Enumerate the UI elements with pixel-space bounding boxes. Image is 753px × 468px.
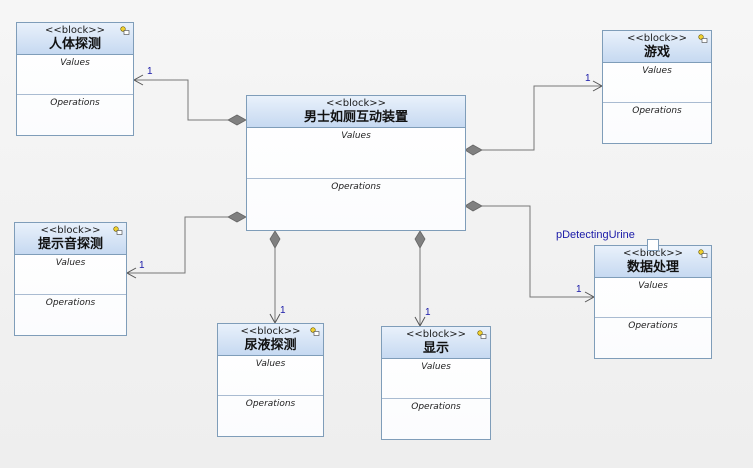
stereotype-label: <<block>>: [325, 98, 387, 109]
block-icon: [310, 327, 320, 336]
block-icon: [477, 330, 487, 339]
operations-compartment: Operations: [411, 402, 461, 412]
operations-compartment: Operations: [245, 399, 296, 409]
operations-compartment: Operations: [331, 182, 381, 192]
block-game-header: <<block>> 游戏: [603, 31, 711, 63]
block-data-proc[interactable]: <<block>> 数据处理 Values Operations: [594, 245, 712, 359]
values-compartment: Values: [15, 255, 126, 295]
diamond-data-proc: [464, 200, 483, 212]
diamond-sound-detect: [227, 211, 247, 223]
block-display[interactable]: <<block>> 显示 Values Operations: [381, 326, 491, 440]
block-icon: [113, 226, 123, 235]
block-main-header: <<block>> 男士如厕互动装置: [247, 96, 465, 128]
stereotype-label: <<block>>: [405, 329, 467, 340]
block-body-detect-header: <<block>> 人体探测: [17, 23, 133, 55]
operations-compartment: Operations: [628, 321, 678, 331]
diamond-game: [464, 144, 483, 156]
diamond-display: [414, 230, 426, 249]
block-data-proc-header: <<block>> 数据处理: [595, 246, 711, 278]
values-compartment: Values: [382, 359, 490, 399]
diamond-body-detect: [227, 114, 247, 126]
operations-compartment: Operations: [50, 98, 100, 108]
block-display-title: 显示: [422, 341, 449, 356]
multiplicity-data-proc: 1: [576, 284, 582, 295]
block-icon: [120, 26, 130, 35]
block-body-detect[interactable]: <<block>> 人体探测 Values Operations: [16, 22, 134, 136]
values-compartment: Values: [247, 128, 465, 179]
values-compartment: Values: [218, 356, 323, 396]
port-label: pDetectingUrine: [556, 229, 635, 241]
block-urine-detect-title: 尿液探测: [244, 338, 297, 353]
block-game-title: 游戏: [643, 45, 670, 60]
multiplicity-display: 1: [425, 307, 431, 318]
block-icon: [698, 249, 708, 258]
values-compartment: Values: [17, 55, 133, 95]
multiplicity-game: 1: [585, 73, 591, 84]
block-sound-detect[interactable]: <<block>> 提示音探测 Values Operations: [14, 222, 127, 336]
connector-game[interactable]: [482, 85, 602, 151]
block-icon: [698, 34, 708, 43]
block-data-proc-title: 数据处理: [626, 260, 679, 275]
block-sound-detect-title: 提示音探测: [37, 237, 103, 252]
connector-sound-detect[interactable]: [127, 216, 228, 274]
arrowhead-body-detect: [132, 74, 144, 86]
block-urine-detect[interactable]: <<block>> 尿液探测 Values Operations: [217, 323, 324, 437]
port-detecting-urine[interactable]: [647, 239, 659, 251]
block-sound-detect-header: <<block>> 提示音探测: [15, 223, 126, 255]
stereotype-label: <<block>>: [44, 25, 106, 36]
diamond-urine-detect: [269, 230, 281, 249]
multiplicity-urine-detect: 1: [280, 305, 286, 316]
operations-compartment: Operations: [45, 298, 96, 308]
block-body-detect-title: 人体探测: [48, 37, 101, 52]
multiplicity-body-detect: 1: [147, 66, 153, 77]
values-compartment: Values: [603, 63, 711, 103]
stereotype-label: <<block>>: [622, 248, 684, 259]
operations-compartment: Operations: [632, 106, 682, 116]
stereotype-label: <<block>>: [40, 225, 101, 236]
arrowhead-sound-detect: [125, 267, 137, 279]
block-main[interactable]: <<block>> 男士如厕互动装置 Values Operations: [246, 95, 466, 231]
block-main-title: 男士如厕互动装置: [303, 110, 408, 125]
connector-body-detect[interactable]: [134, 79, 228, 121]
multiplicity-sound-detect: 1: [139, 260, 145, 271]
values-compartment: Values: [595, 278, 711, 318]
block-display-header: <<block>> 显示: [382, 327, 490, 359]
block-urine-detect-header: <<block>> 尿液探测: [218, 324, 323, 356]
stereotype-label: <<block>>: [626, 33, 688, 44]
connector-data-proc[interactable]: [482, 205, 594, 298]
stereotype-label: <<block>>: [240, 326, 301, 337]
block-game[interactable]: <<block>> 游戏 Values Operations: [602, 30, 712, 144]
